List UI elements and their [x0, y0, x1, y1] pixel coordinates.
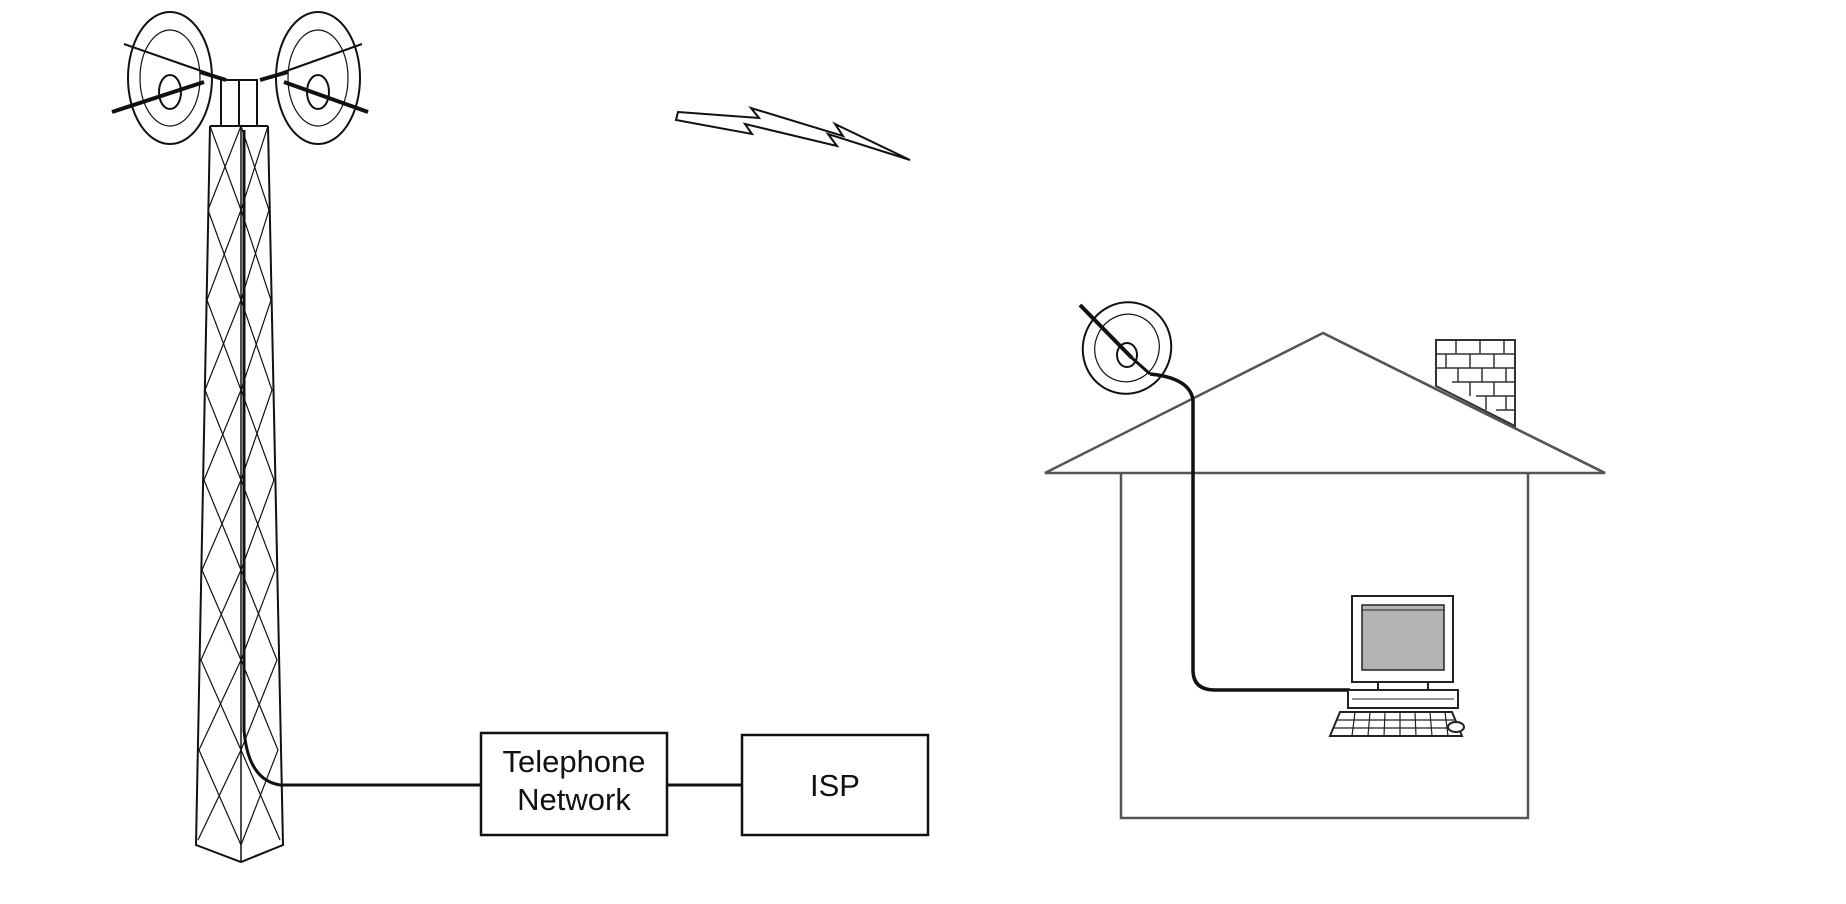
telephone-network-box: Telephone Network [479, 731, 669, 837]
desktop-computer-icon [1328, 595, 1465, 737]
radio-tower-icon [194, 79, 285, 864]
brick-chimney-icon [1435, 339, 1516, 428]
lightning-bolt-icon [674, 106, 911, 161]
microwave-dish-icon [111, 11, 369, 145]
satellite-dish-icon [1078, 301, 1173, 395]
isp-box: ISP [740, 733, 930, 837]
house-icon [1044, 331, 1606, 820]
telephone-network-label-line2: Network [517, 782, 631, 817]
isp-label: ISP [810, 768, 860, 803]
telephone-network-label-line1: Telephone [502, 744, 645, 779]
house-cable [1149, 372, 1350, 692]
